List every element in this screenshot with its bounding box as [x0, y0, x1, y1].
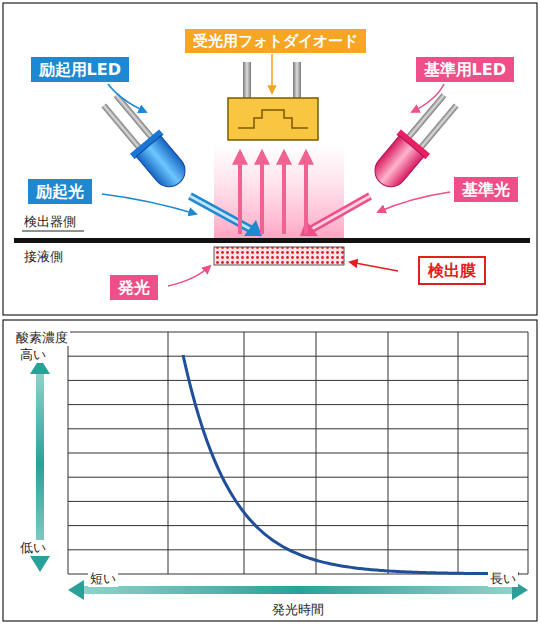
axis-tick-label: 高い	[18, 347, 48, 363]
emission-arrows	[240, 152, 306, 234]
underline	[22, 231, 84, 232]
axis-arrows	[30, 358, 528, 600]
label-text: 発光	[118, 278, 150, 297]
reference-beam	[300, 196, 370, 236]
axis-tick-label: 低い	[18, 540, 48, 556]
reference-led	[366, 88, 465, 195]
label-text: 励起用LED	[39, 60, 121, 79]
axis-tick-label: 短い	[88, 571, 118, 587]
leader-lines	[102, 54, 450, 286]
excitation-beam	[190, 196, 262, 236]
chart-panel	[3, 320, 537, 621]
top-panel	[3, 3, 537, 315]
light-label: 励起光	[28, 179, 92, 204]
led-label: 基準用LED	[416, 57, 514, 82]
detection-film	[214, 247, 344, 265]
axis-title: 酸素濃度	[14, 330, 70, 346]
boundary-line	[14, 238, 530, 243]
label-text: 基準用LED	[424, 60, 506, 79]
label-text: 励起光	[36, 182, 84, 201]
side-label: 検出器側	[22, 214, 78, 230]
label-text: 基準光	[462, 180, 510, 199]
side-label: 接液側	[22, 249, 65, 265]
axis-tick-label: 長い	[488, 571, 518, 587]
photodiode	[228, 62, 318, 140]
label-text: 受光用フォトダイオード	[193, 32, 358, 50]
excitation-led	[95, 88, 194, 195]
chart-grid	[68, 332, 528, 574]
led-label: 励起用LED	[31, 57, 129, 82]
axis-title: 発光時間	[270, 602, 326, 618]
film-label: 検出膜	[418, 256, 486, 285]
decay-curve	[183, 355, 519, 574]
label-text: 検出膜	[428, 261, 476, 280]
emission-label: 発光	[110, 275, 158, 300]
light-label: 基準光	[454, 177, 518, 202]
photodiode-label: 受光用フォトダイオード	[185, 29, 366, 53]
